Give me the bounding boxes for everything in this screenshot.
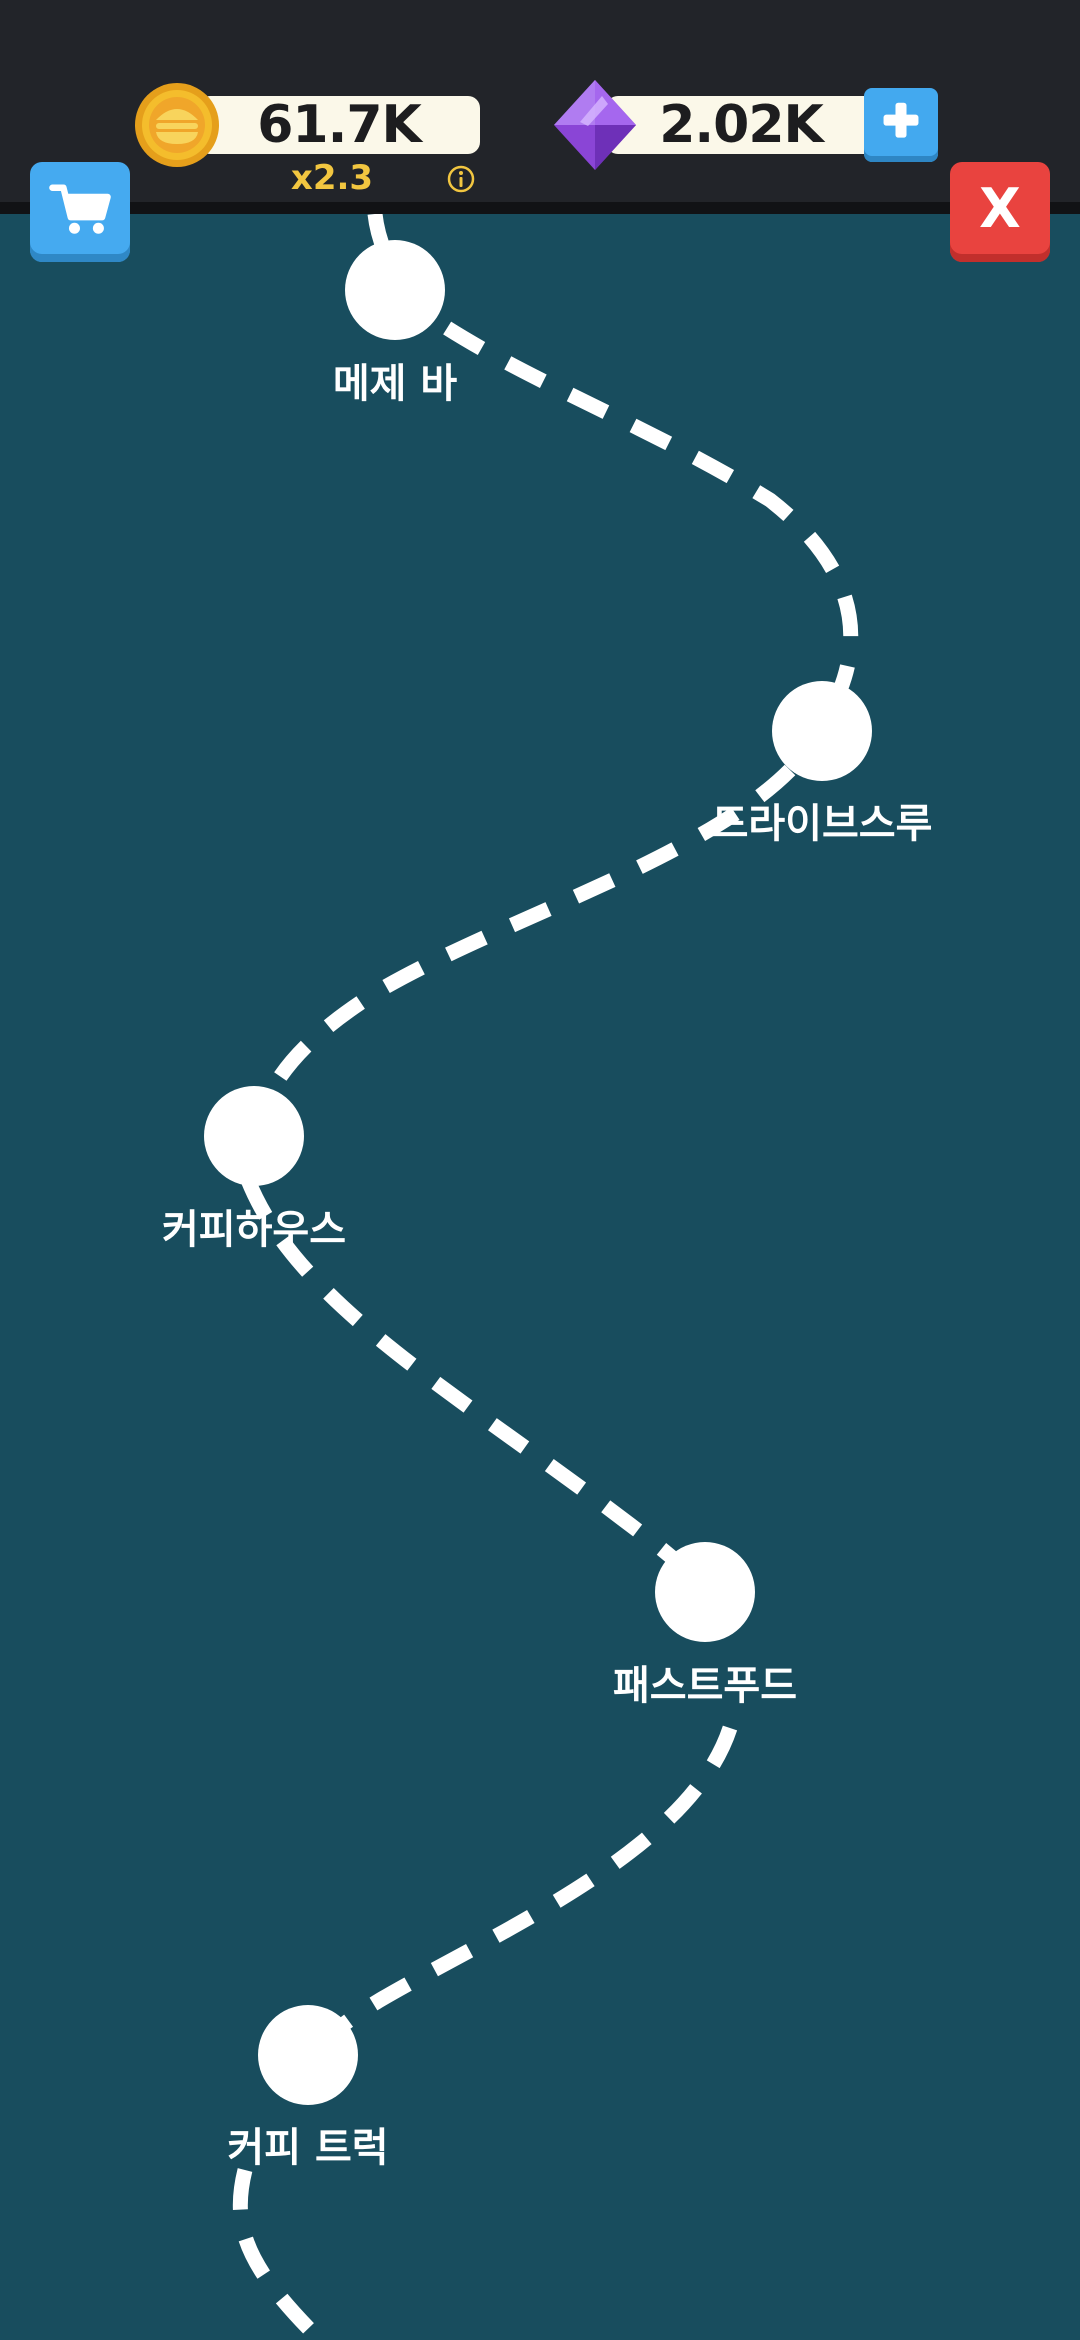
coin-balance: 61.7K <box>198 96 480 154</box>
location-label-2: 드라이브스루 <box>711 801 933 847</box>
info-icon[interactable] <box>446 164 476 194</box>
top-bar-edge <box>0 202 1080 214</box>
plus-icon <box>883 102 919 138</box>
gem-balance: 2.02K <box>606 96 876 154</box>
coin-multiplier: x2.3 <box>290 158 374 198</box>
location-node-4[interactable] <box>655 1542 755 1642</box>
close-button[interactable]: X <box>950 162 1050 262</box>
location-label-5: 커피 트럭 <box>227 2125 389 2171</box>
location-label-1: 메제 바 <box>332 361 458 407</box>
add-gems-button[interactable] <box>864 88 938 162</box>
shop-button[interactable] <box>30 162 130 262</box>
cart-icon <box>49 184 111 234</box>
location-node-1[interactable] <box>345 240 445 340</box>
gem-icon <box>554 80 636 170</box>
location-node-2[interactable] <box>772 681 872 781</box>
location-node-5[interactable] <box>258 2005 358 2105</box>
location-label-4: 패스트푸드 <box>613 1663 797 1709</box>
burger-coin-icon <box>135 83 219 167</box>
location-node-3[interactable] <box>204 1086 304 1186</box>
location-label-3: 커피하우스 <box>162 1207 346 1253</box>
